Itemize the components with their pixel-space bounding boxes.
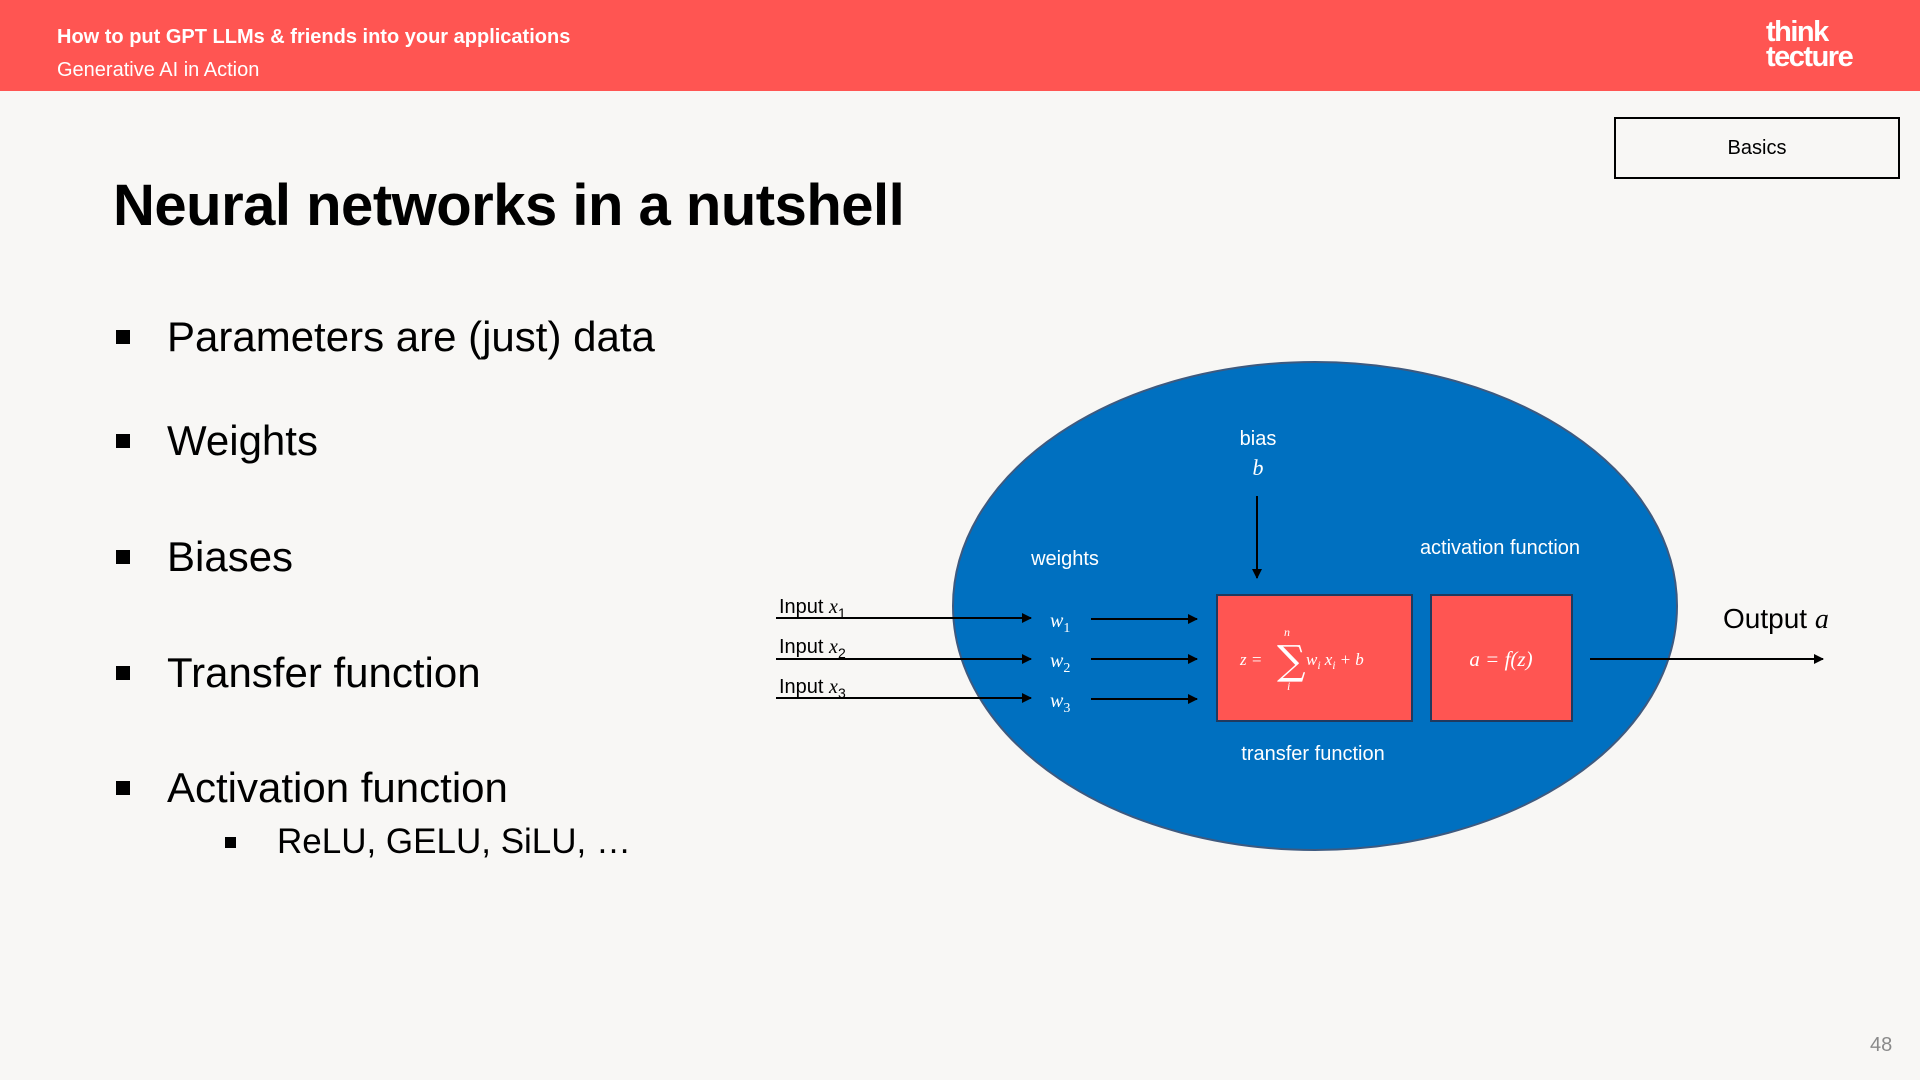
activation-function-label: activation function: [1420, 537, 1580, 559]
bullet-item: Transfer function: [116, 649, 481, 697]
transfer-function-box: [1216, 594, 1413, 722]
bullet-item: Parameters are (just) data: [116, 313, 655, 361]
bullet-text: Parameters are (just) data: [167, 313, 655, 360]
bullet-text: Biases: [167, 533, 294, 580]
bullet-text: Activation function: [167, 764, 508, 811]
weight-symbol-2: w2: [1050, 650, 1070, 676]
bullet-marker-icon: [116, 781, 130, 795]
sub-bullet-marker-icon: [225, 836, 236, 848]
input-label-2: Input x2: [779, 636, 846, 661]
bias-symbol: b: [1253, 455, 1264, 480]
activation-formula: a = f(z): [1469, 647, 1532, 671]
weight-symbol-1: w1: [1050, 610, 1070, 636]
slide-title: Neural networks in a nutshell: [113, 173, 905, 238]
bullet-marker-icon: [116, 434, 130, 448]
logo-line-2: tecture: [1766, 41, 1854, 73]
presentation-title: How to put GPT LLMs & friends into your …: [57, 26, 571, 48]
weight-symbol-3: w3: [1050, 690, 1070, 716]
summation-icon: ∑: [1277, 638, 1306, 684]
bullet-item: Weights: [116, 417, 318, 465]
bullet-text: Weights: [167, 417, 318, 464]
weights-label: weights: [1030, 548, 1099, 570]
sum-upper-limit: n: [1284, 625, 1290, 639]
activation-function-box: [1430, 594, 1573, 722]
slide-header: How to put GPT LLMs & friends into your …: [0, 0, 1920, 91]
output-label: Output a: [1723, 603, 1829, 635]
input-label-1: Input x1: [779, 596, 846, 621]
sub-bullet-item: ReLU, GELU, SiLU, …: [225, 822, 631, 862]
bullet-item: Activation function: [116, 764, 508, 812]
bullet-marker-icon: [116, 330, 130, 344]
presentation-subtitle: Generative AI in Action: [57, 59, 260, 81]
transfer-function-label: transfer function: [1241, 743, 1384, 765]
logo-line-1: think: [1766, 16, 1829, 48]
bullet-marker-icon: [116, 666, 130, 680]
page-number: 48: [1870, 1034, 1893, 1056]
section-tag: Basics: [1614, 117, 1900, 179]
sub-bullet-text: ReLU, GELU, SiLU, …: [277, 822, 631, 861]
bias-label: bias: [1240, 428, 1277, 450]
thinktecture-logo: think tecture: [1766, 16, 1856, 78]
bullet-text: Transfer function: [167, 649, 481, 696]
input-label-3: Input x3: [779, 676, 846, 701]
sum-lower-limit: i: [1287, 679, 1290, 693]
bullet-marker-icon: [116, 550, 130, 564]
transfer-formula-lhs: z =: [1239, 650, 1262, 669]
bullet-item: Biases: [116, 533, 293, 581]
